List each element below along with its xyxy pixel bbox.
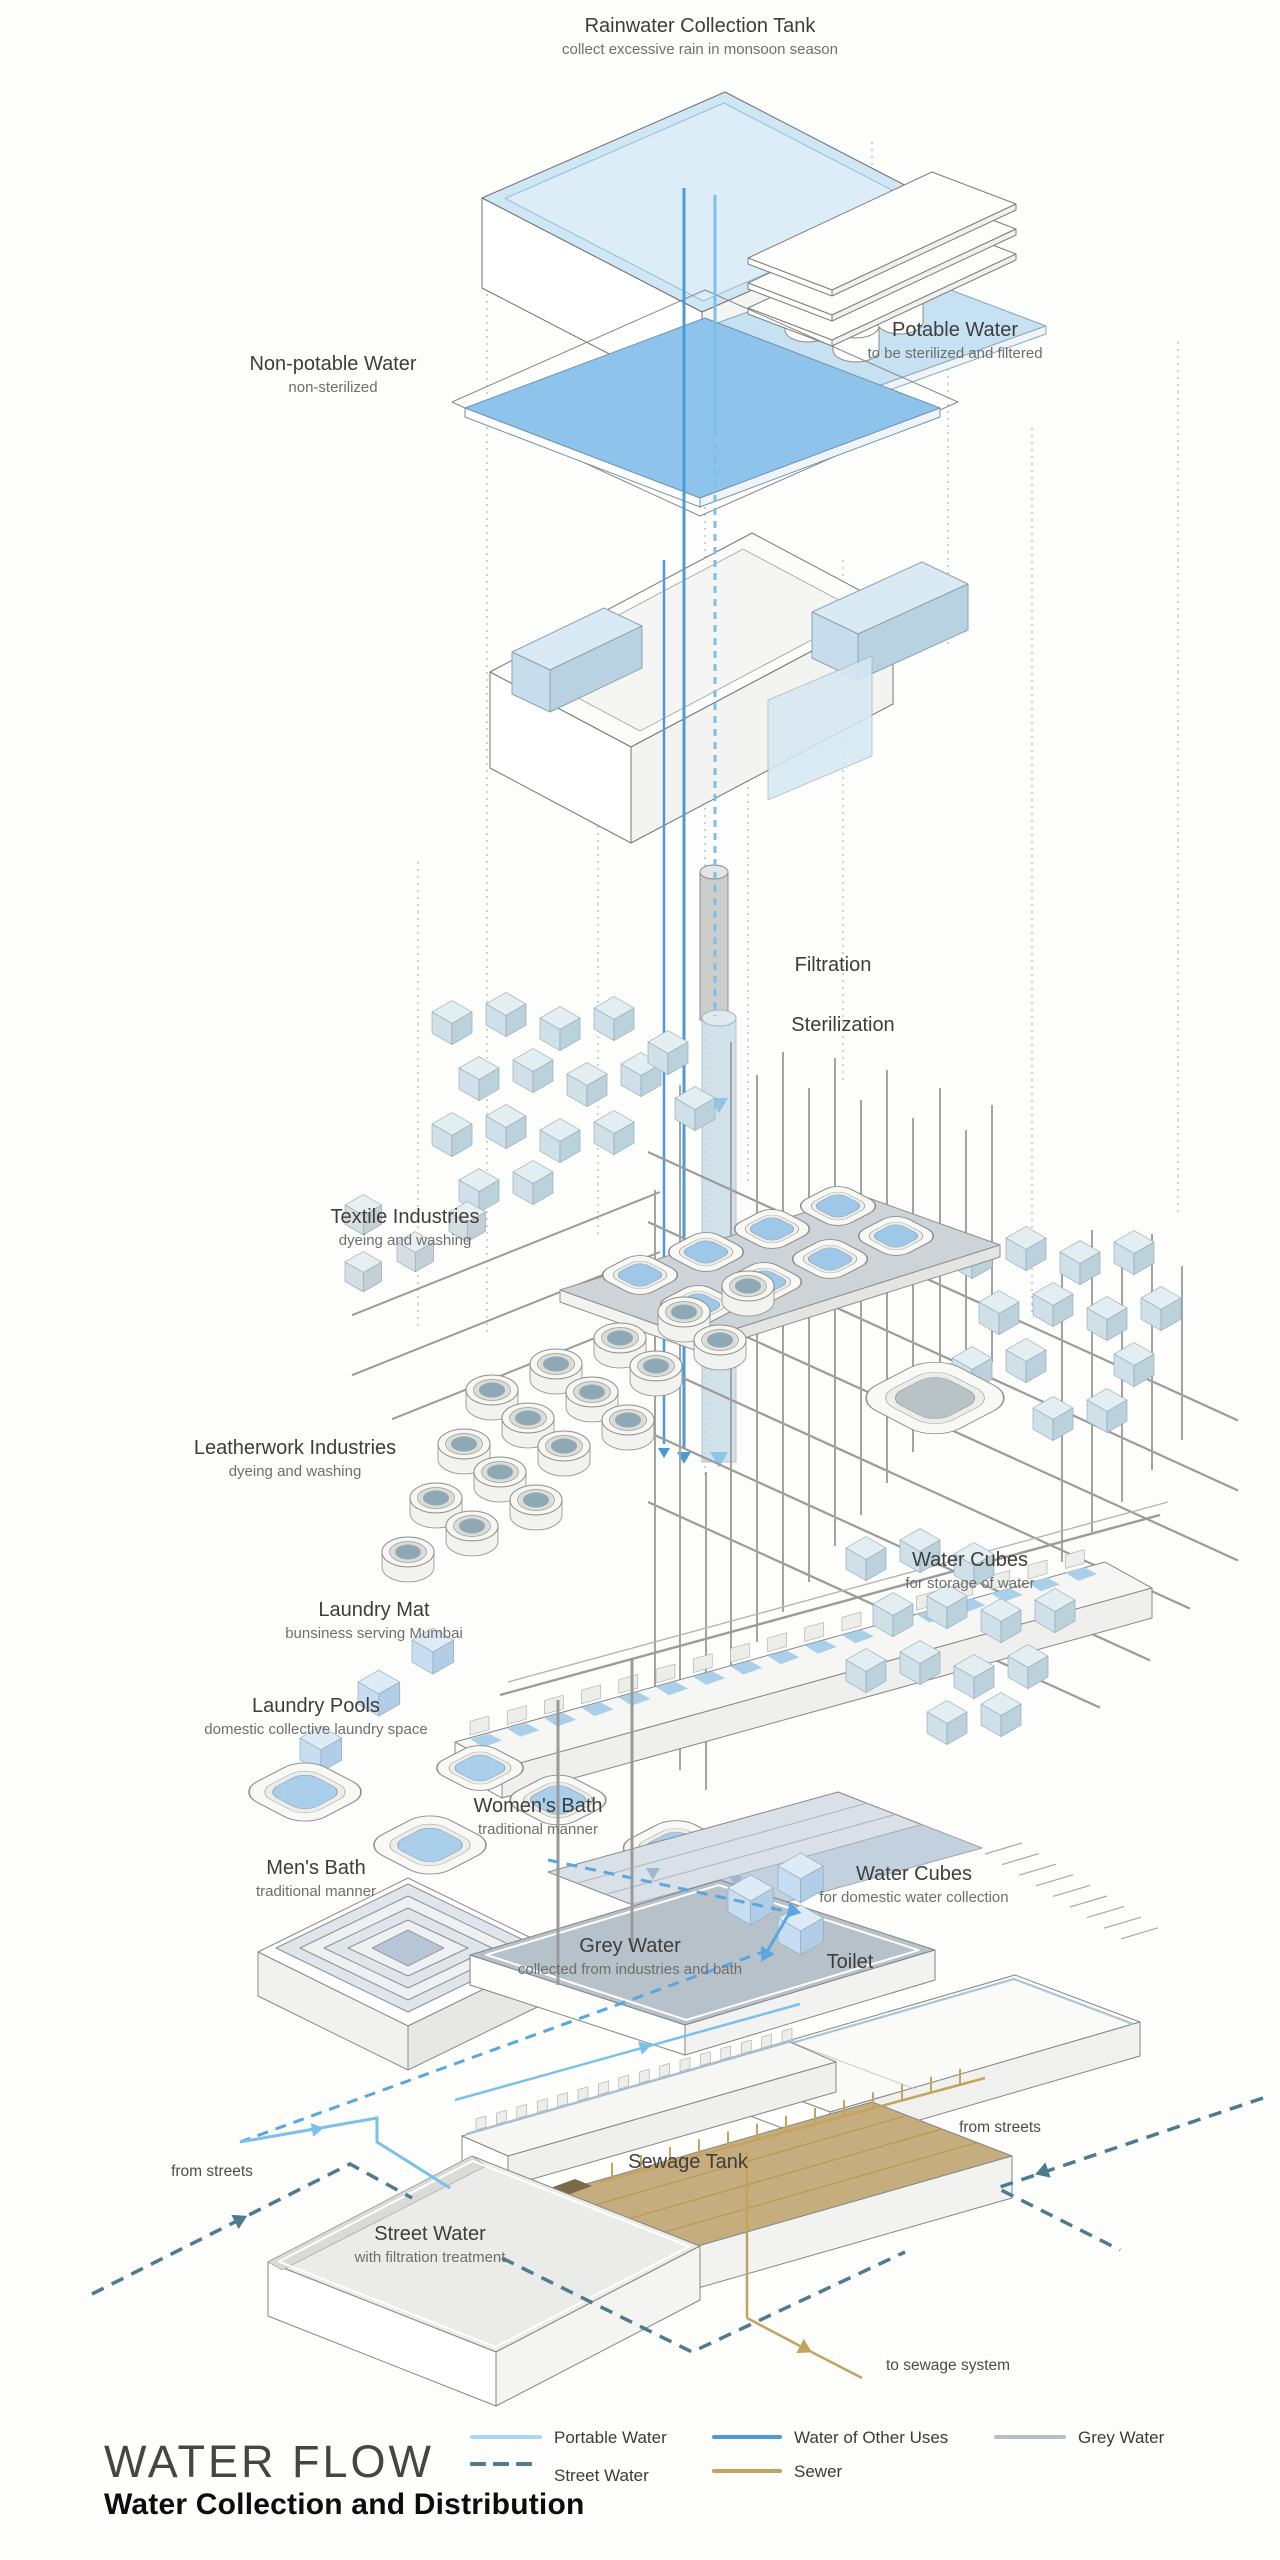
label-non-potable-water: Non-potable Water non-sterilized: [249, 353, 417, 396]
label-leatherwork-industries: Leatherwork Industries dyeing and washin…: [193, 1437, 397, 1480]
label-toilet: Toilet: [826, 1951, 874, 1973]
page-title: WATER FLOW: [104, 2436, 434, 2487]
label-textile-industries: Textile Industries dyeing and washing: [330, 1206, 480, 1249]
label-potable-water: Potable Water to be sterilized and filte…: [867, 319, 1043, 362]
legend-label: Water of Other Uses: [794, 2428, 949, 2447]
legend-label: Street Water: [554, 2466, 649, 2485]
label-mens-bath: Men's Bath traditional manner: [255, 1857, 377, 1900]
label-sewage-tank: Sewage Tank: [628, 2151, 748, 2173]
legend-swatch-sewer: [712, 2469, 782, 2473]
legend-sewer: Sewer: [712, 2462, 842, 2482]
label-womens-bath: Women's Bath traditional manner: [473, 1795, 603, 1838]
label-filtration: Filtration: [794, 954, 872, 976]
label-water-cubes-domestic: Water Cubes for domestic water collectio…: [819, 1863, 1009, 1906]
legend-water-of-other-uses: Water of Other Uses: [712, 2428, 948, 2448]
legend-swatch-grey: [994, 2435, 1066, 2439]
legend-swatch-other-uses: [712, 2435, 782, 2439]
legend-swatch-street: [470, 2462, 542, 2466]
legend-portable-water: Portable Water: [470, 2428, 667, 2448]
label-laundry-mat: Laundry Mat bunsiness serving Mumbai: [285, 1599, 463, 1642]
legend-swatch-portable: [470, 2435, 542, 2439]
label-rainwater-collection-tank: Rainwater Collection Tank collect excess…: [562, 15, 838, 58]
page-subtitle: Water Collection and Distribution: [104, 2488, 585, 2521]
label-from-streets-right: from streets: [959, 2119, 1041, 2136]
legend-label: Portable Water: [554, 2428, 667, 2447]
label-to-sewage-system: to sewage system: [886, 2357, 1011, 2374]
legend-street-water: Street Water: [470, 2462, 649, 2486]
label-from-streets-left: from streets: [171, 2163, 253, 2180]
label-grey-water: Grey Water collected from industries and…: [517, 1935, 743, 1978]
label-sterilization: Sterilization: [791, 1014, 895, 1036]
legend-label: Grey Water: [1078, 2428, 1165, 2447]
label-street-water: Street Water with filtration treatment: [354, 2223, 506, 2266]
legend-grey-water: Grey Water: [994, 2428, 1164, 2448]
label-water-cubes-storage: Water Cubes for storage of water: [905, 1549, 1035, 1592]
label-laundry-pools: Laundry Pools domestic collective laundr…: [204, 1695, 428, 1738]
legend-label: Sewer: [794, 2462, 843, 2481]
